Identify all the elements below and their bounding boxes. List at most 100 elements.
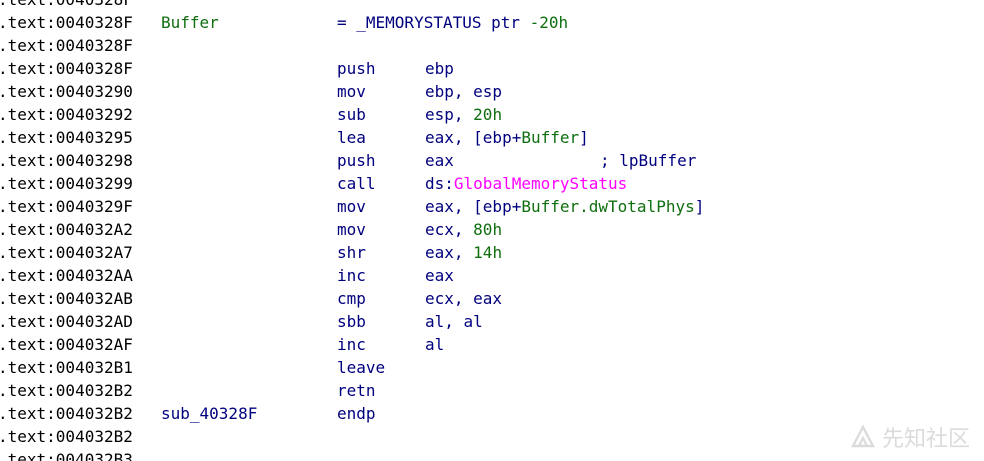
listing-row[interactable]: .text:0040328F [0,34,984,57]
address[interactable]: .text:00403299 [0,174,133,193]
operand-token: eax, [ebp+ [425,128,522,147]
address[interactable]: .text:004032B2 [0,427,133,446]
operands[interactable]: al [425,333,444,356]
operand-token: ] [579,128,589,147]
operand-token: ecx, eax [425,289,503,308]
address[interactable]: .text:004032AA [0,266,133,285]
comment: ; lpBuffer [600,151,697,170]
operand-token: ebp [425,59,454,78]
listing-row[interactable]: .text:004032AF inc al [0,333,984,356]
address[interactable]: .text:0040329F [0,197,133,216]
operand-token: eax, [425,243,474,262]
operands[interactable]: ecx, eax [425,287,502,310]
operand-token: ecx, [425,220,474,239]
listing-row[interactable]: .text:004032B3 [0,448,984,461]
mnemonic[interactable]: inc [337,266,366,285]
token: = _MEMORYSTATUS ptr [337,13,530,32]
mnemonic[interactable]: push [337,151,376,170]
address[interactable]: .text:004032B2 [0,381,133,400]
listing-row[interactable]: .text:004032B1 leave [0,356,984,379]
symbol-name[interactable]: Buffer.dwTotalPhys [521,197,695,216]
operand-token: ] [694,197,705,216]
watermark-text: 先知社区 [881,427,970,452]
import-name[interactable]: GlobalMemoryStatus [453,174,628,193]
mnemonic[interactable]: mov [337,220,366,239]
address[interactable]: .text:00403292 [0,105,133,124]
address[interactable]: .text:004032B2 [0,404,133,423]
mnemonic[interactable]: call [337,174,376,193]
mnemonic[interactable]: retn [337,381,376,400]
listing-row[interactable]: .text:0040328F Buffer = _MEMORYSTATUS ptr … [0,11,984,34]
operands[interactable]: eax [425,264,454,287]
stack-var-definition: = _MEMORYSTATUS ptr -20h [337,11,568,34]
address[interactable]: .text:004032AD [0,312,133,331]
listing-row[interactable]: .text:0040328F [0,0,984,11]
operands[interactable]: ds:GlobalMemoryStatus [425,172,627,195]
listing-row[interactable]: .text:004032A7 shr eax, 14h [0,241,984,264]
address[interactable]: .text:00403290 [0,82,133,101]
mnemonic[interactable]: inc [337,335,366,354]
mnemonic[interactable]: cmp [337,289,366,308]
operand-token: ds: [425,174,454,193]
listing-row[interactable]: .text:00403299 call ds:GlobalMemoryStatus [0,172,984,195]
listing-row[interactable]: .text:004032AD sbb al, al [0,310,984,333]
operands[interactable]: esp, 20h [425,103,502,126]
mnemonic[interactable]: endp [337,404,376,423]
address[interactable]: .text:004032AB [0,289,133,308]
address[interactable]: .text:0040328F [0,13,133,32]
address[interactable]: .text:004032B3 [0,450,133,461]
operand-token: esp, [425,105,474,124]
listing-row[interactable]: .text:004032A2 mov ecx, 80h [0,218,984,241]
xianzhi-logo-icon [850,424,875,448]
mnemonic[interactable]: leave [337,358,386,377]
mnemonic[interactable]: mov [337,82,366,101]
symbol-name[interactable]: Buffer [521,128,580,147]
operands[interactable]: ebp [425,57,454,80]
operand-token: 80h [473,220,503,239]
operand-token: 20h [473,105,503,124]
listing-row[interactable]: .text:00403295 lea eax, [ebp+Buffer] [0,126,984,149]
operands[interactable]: eax, [ebp+Buffer.dwTotalPhys] [425,195,704,218]
address[interactable]: .text:0040328F [0,59,133,78]
listing-row[interactable]: .text:00403290 mov ebp, esp [0,80,984,103]
watermark: 先知社区 [850,421,970,453]
listing-row[interactable]: .text:004032B2 retn [0,379,984,402]
operands[interactable]: ebp, esp [425,80,502,103]
operand-token: ebp, esp [425,82,503,101]
mnemonic[interactable]: mov [337,197,366,216]
listing-row[interactable]: .text:004032AA inc eax [0,264,984,287]
operand-token: al [425,335,445,354]
address[interactable]: .text:00403295 [0,128,133,147]
address[interactable]: .text:0040328F [0,36,133,55]
operands[interactable]: eax [425,149,454,172]
mnemonic[interactable]: shr [337,243,366,262]
address[interactable]: .text:004032A2 [0,220,133,239]
mnemonic[interactable]: lea [337,128,366,147]
address[interactable]: .text:004032AF [0,335,133,354]
address[interactable]: .text:00403298 [0,151,133,170]
listing-row[interactable]: .text:004032B2 sub_40328F endp [0,402,984,425]
listing-row[interactable]: .text:0040329F mov eax, [ebp+Buffer.dwTota… [0,195,984,218]
mnemonic[interactable]: sub [337,105,366,124]
listing-row[interactable]: .text:004032AB cmp ecx, eax [0,287,984,310]
operand-token: eax [425,266,454,285]
listing-row[interactable]: .text:0040328F push ebp [0,57,984,80]
token: -20h [529,13,569,32]
operands[interactable]: eax, 14h [425,241,502,264]
listing-row[interactable]: .text:004032B2 [0,425,984,448]
code-label[interactable]: sub_40328F [161,404,258,423]
address[interactable]: .text:004032B1 [0,358,133,377]
address[interactable]: .text:004032A7 [0,243,133,262]
operand-token: 14h [473,243,503,262]
operands[interactable]: ecx, 80h [425,218,502,241]
mnemonic[interactable]: push [337,59,376,78]
operand-token: eax [425,151,454,170]
address[interactable]: .text:0040328F [0,0,133,11]
code-label[interactable]: Buffer [161,13,219,32]
listing-row[interactable]: .text:00403298 push eax ; lpBuffer [0,149,984,172]
operands[interactable]: eax, [ebp+Buffer] [425,126,589,149]
mnemonic[interactable]: sbb [337,312,366,331]
listing-row[interactable]: .text:00403292 sub esp, 20h [0,103,984,126]
operands[interactable]: al, al [425,310,483,333]
